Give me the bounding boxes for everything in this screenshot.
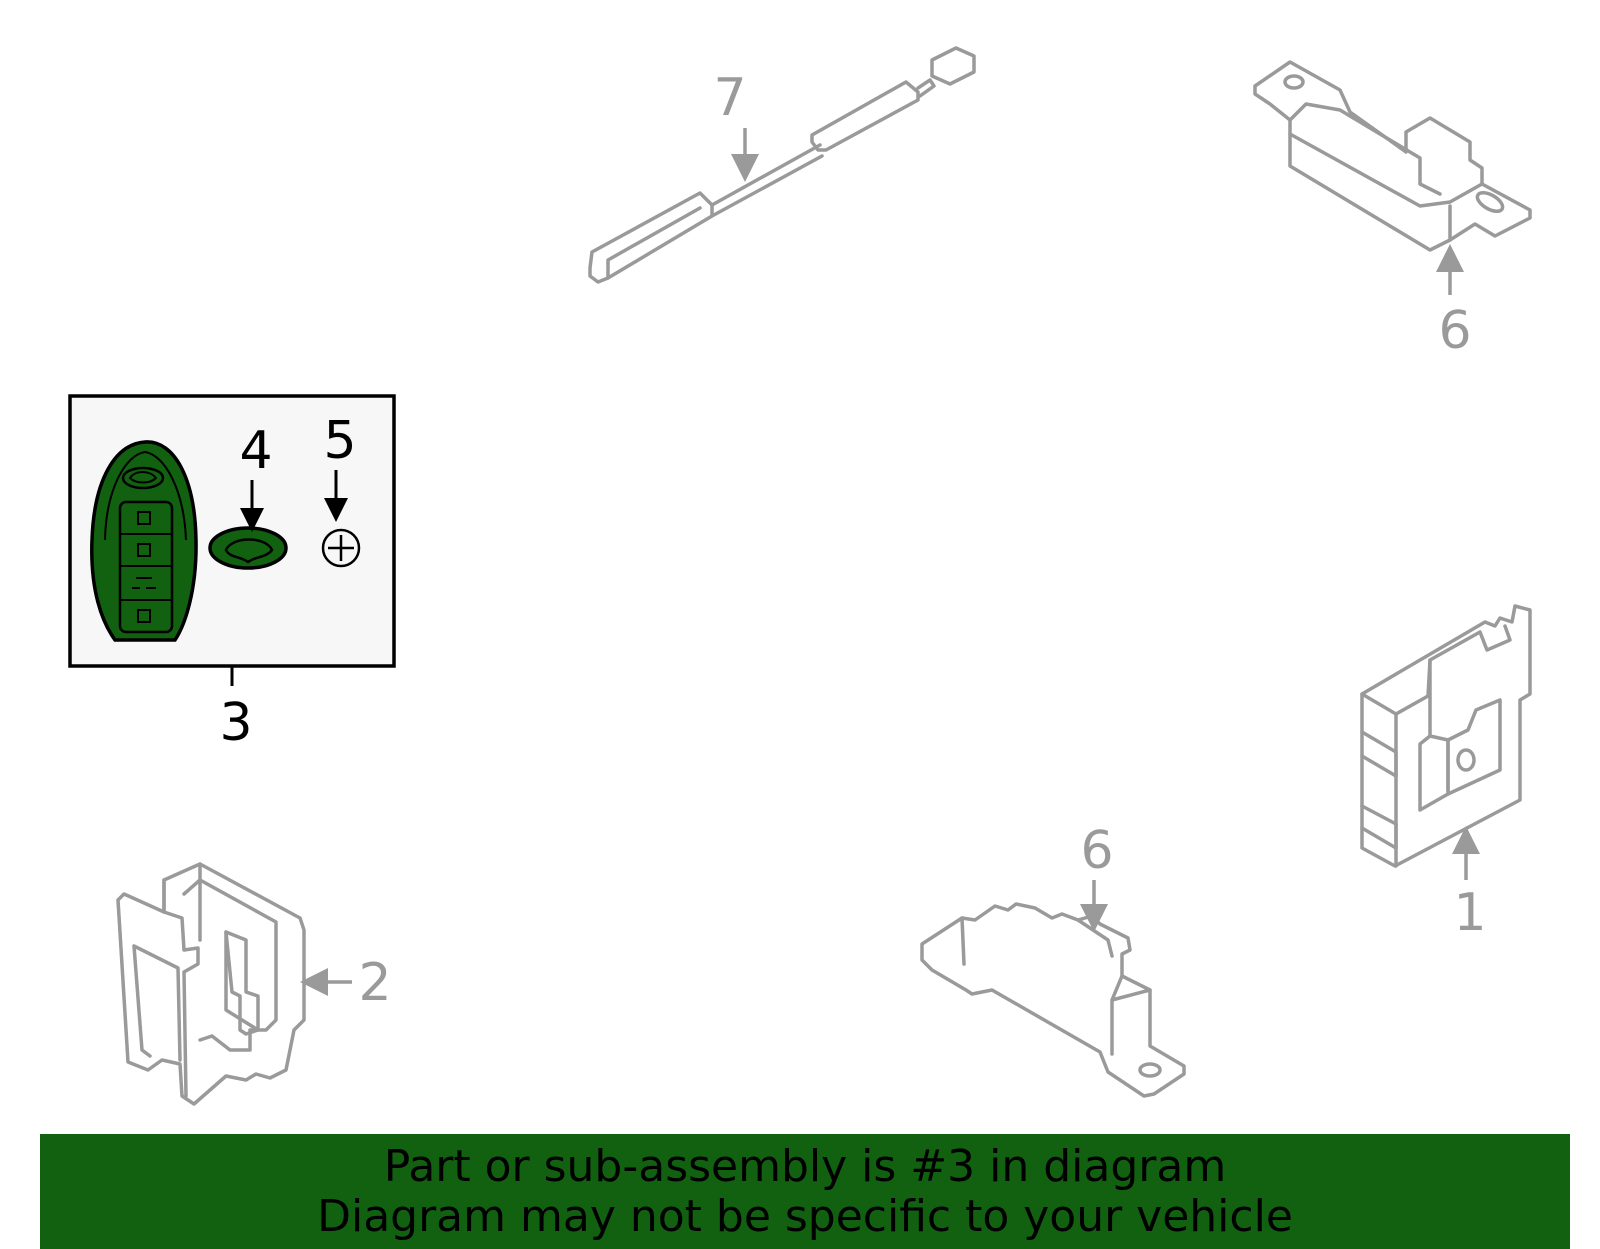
part-7-antenna-cable[interactable] xyxy=(588,46,976,284)
callout-1: 1 xyxy=(1453,883,1486,943)
callout-6-upper: 6 xyxy=(1438,301,1471,361)
callout-3: 3 xyxy=(219,693,252,753)
info-banner: Part or sub-assembly is #3 in diagram Di… xyxy=(40,1134,1570,1249)
callout-2: 2 xyxy=(358,953,391,1013)
part-6-bracket-upper[interactable] xyxy=(1253,60,1532,252)
part-6-bracket-lower[interactable] xyxy=(920,902,1186,1098)
banner-line-1: Part or sub-assembly is #3 in diagram xyxy=(383,1141,1227,1192)
part-1-control-module[interactable] xyxy=(1360,604,1532,868)
part-5-screw xyxy=(321,528,361,568)
banner-line-2: Diagram may not be specific to your vehi… xyxy=(317,1191,1293,1242)
part-4-emblem xyxy=(208,526,288,570)
callout-6-lower: 6 xyxy=(1080,821,1113,881)
key-fob-icon xyxy=(90,440,198,642)
callout-7: 7 xyxy=(713,68,746,128)
part-2-module-bracket[interactable] xyxy=(116,862,306,1106)
callout-4: 4 xyxy=(239,421,272,481)
callout-5: 5 xyxy=(323,411,356,471)
part-3-key-assembly-box[interactable] xyxy=(68,394,396,668)
